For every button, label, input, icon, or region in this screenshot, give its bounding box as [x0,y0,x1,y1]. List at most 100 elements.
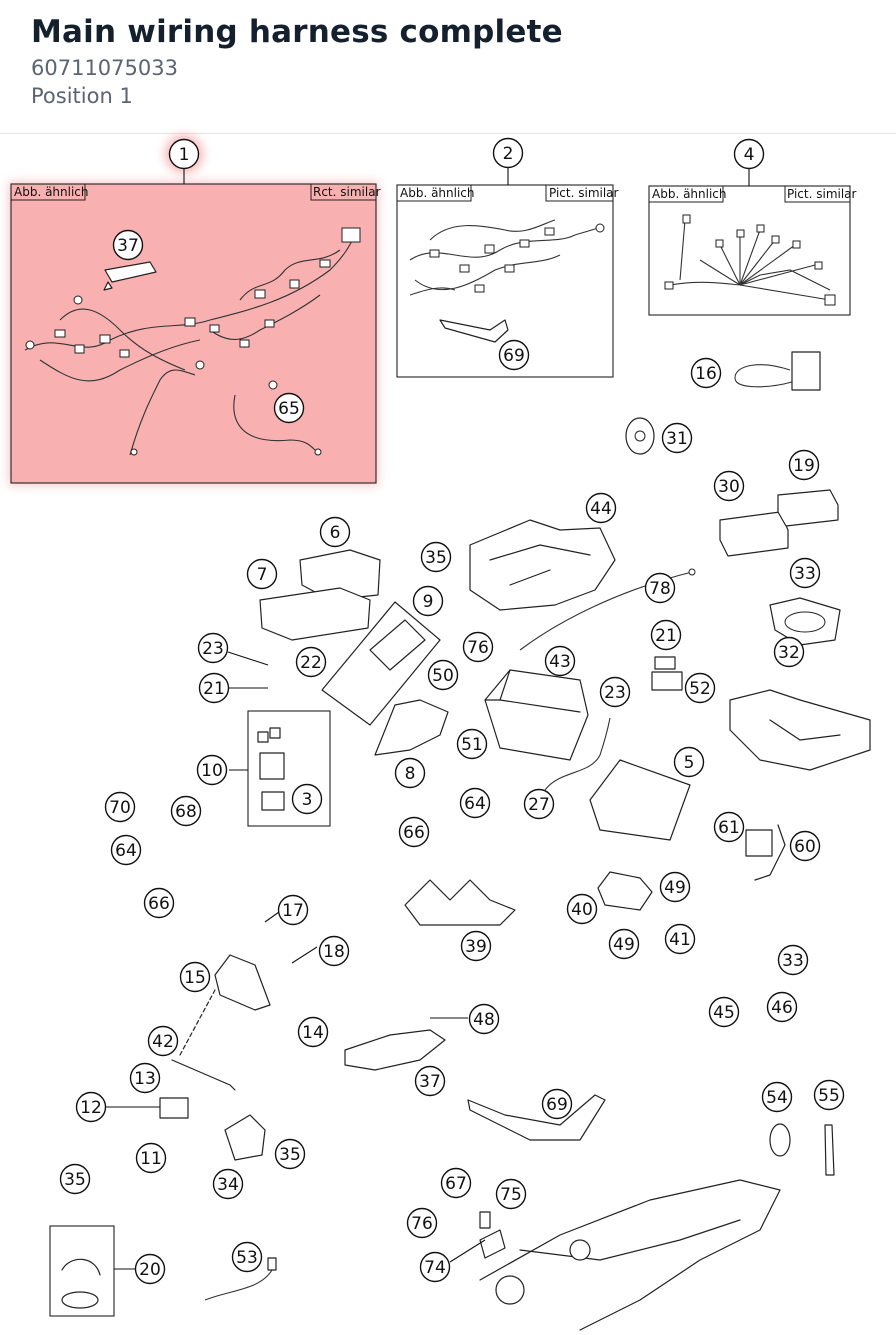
callout-34: 34 [212,1168,244,1200]
callout-23: 23 [599,676,631,708]
callout-41: 41 [664,923,696,955]
callout-69: 69 [541,1088,573,1120]
callout-8: 8 [394,757,426,789]
callout-40: 40 [566,893,598,925]
box1-label-de: Abb. ähnlich [10,183,89,201]
callout-37: 37 [112,229,144,261]
box1-label-en: Rct. similar [310,183,381,201]
callout-75: 75 [495,1178,527,1210]
svg-text:54: 54 [766,1088,788,1108]
callout-35: 35 [274,1138,306,1170]
svg-text:78: 78 [649,579,671,599]
callout-32: 32 [773,636,805,668]
callout-42: 42 [147,1025,179,1057]
svg-text:3: 3 [302,790,313,810]
svg-text:44: 44 [590,499,612,519]
svg-text:Pict. similar: Pict. similar [787,187,857,201]
svg-text:22: 22 [300,653,322,673]
callout-76: 76 [406,1207,438,1239]
harness-drawing-box4 [664,214,836,306]
callout-33: 33 [777,944,809,976]
svg-text:40: 40 [571,900,593,920]
callout-27: 27 [523,788,555,820]
svg-text:42: 42 [152,1032,174,1052]
svg-text:37: 37 [419,1072,441,1092]
svg-text:64: 64 [464,794,486,814]
callout-65: 65 [273,392,305,424]
callout-21: 21 [650,619,682,651]
callout-66: 66 [143,887,175,919]
callout-61: 61 [713,811,745,843]
svg-text:60: 60 [794,837,816,857]
svg-text:16: 16 [695,364,717,384]
box4-label-en: Pict. similar [784,185,857,203]
svg-text:6: 6 [330,523,341,543]
callout-2: 2 [492,137,524,169]
box2-label-en: Pict. similar [545,184,619,202]
svg-text:18: 18 [323,942,345,962]
callout-37: 37 [414,1065,446,1097]
page-title: Main wiring harness complete [31,14,563,50]
svg-text:39: 39 [465,937,487,957]
svg-text:51: 51 [461,735,483,755]
svg-text:76: 76 [411,1214,433,1234]
svg-text:27: 27 [528,795,550,815]
callout-55: 55 [813,1079,845,1111]
callout-68: 68 [170,795,202,827]
svg-text:41: 41 [669,930,691,950]
svg-text:5: 5 [684,753,695,773]
callout-23: 23 [197,632,229,664]
callout-6: 6 [319,516,351,548]
callout-1[interactable]: 1 [168,138,200,170]
callout-17: 17 [277,894,309,926]
svg-text:23: 23 [202,639,224,659]
callout-78: 78 [644,572,676,604]
svg-text:11: 11 [140,1149,162,1169]
svg-text:35: 35 [279,1145,301,1165]
position-label: Position 1 [31,84,133,108]
svg-text:32: 32 [778,643,800,663]
svg-text:67: 67 [445,1174,467,1194]
svg-text:64: 64 [115,841,137,861]
part-number: 60711075033 [31,56,178,80]
svg-text:21: 21 [655,626,677,646]
box2-label-de: Abb. ähnlich [396,184,475,202]
svg-text:66: 66 [403,823,425,843]
svg-text:31: 31 [666,429,688,449]
svg-text:Abb. ähnlich: Abb. ähnlich [400,186,475,200]
svg-text:10: 10 [201,761,223,781]
callout-76: 76 [462,631,494,663]
svg-text:37: 37 [117,236,139,256]
svg-text:43: 43 [549,652,571,672]
callout-35: 35 [59,1163,91,1195]
callout-74: 74 [419,1251,451,1283]
svg-text:66: 66 [148,894,170,914]
svg-text:19: 19 [793,456,815,476]
callout-51: 51 [456,728,488,760]
callout-22: 22 [295,646,327,678]
svg-text:49: 49 [613,935,635,955]
svg-text:46: 46 [771,998,793,1018]
svg-text:48: 48 [473,1010,495,1030]
leader-lines [92,651,486,1270]
callout-69: 69 [498,339,530,371]
svg-text:34: 34 [217,1175,239,1195]
callout-14: 14 [297,1016,329,1048]
svg-text:70: 70 [109,798,131,818]
svg-text:75: 75 [500,1185,522,1205]
highlight-group-1[interactable] [9,135,378,485]
svg-text:45: 45 [713,1003,735,1023]
callout-64: 64 [110,834,142,866]
svg-text:23: 23 [604,683,626,703]
callout-60: 60 [789,830,821,862]
callout-20: 20 [134,1253,166,1285]
callout-44: 44 [585,492,617,524]
svg-text:76: 76 [467,638,489,658]
svg-text:69: 69 [546,1095,568,1115]
callout-12: 12 [75,1091,107,1123]
svg-text:17: 17 [282,901,304,921]
svg-text:33: 33 [794,564,816,584]
svg-text:30: 30 [718,477,740,497]
callout-43: 43 [544,645,576,677]
